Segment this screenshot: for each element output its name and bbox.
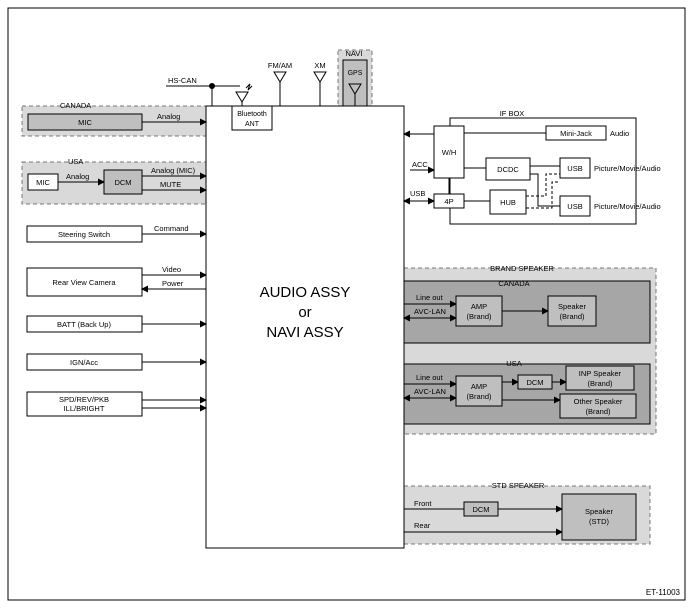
mini-jack-label: Mini-Jack (560, 129, 592, 138)
analog-mic-label: Analog (MIC) (151, 166, 196, 175)
std-speaker-label-1: Speaker (585, 507, 613, 516)
inp-speaker-label-1: INP Speaker (579, 369, 622, 378)
inp-speaker-box (565, 365, 635, 391)
assy-title-line3: NAVI ASSY (266, 324, 343, 341)
diagram-frame (7, 7, 686, 601)
brand-speaker-title: BRAND SPEAKER (490, 264, 554, 273)
assy-title-line1: AUDIO ASSY (260, 284, 351, 301)
usb-box-1 (559, 157, 591, 179)
steering-switch-label: Steering Switch (58, 230, 110, 239)
pma-label-2: Picture/Movie/Audio (594, 202, 661, 211)
brand-avclan-label: AVC-LAN (414, 307, 446, 316)
other-speaker-label-1: Other Speaker (574, 397, 623, 406)
usb-box-2-label: USB (567, 202, 582, 211)
navi-label: NAVI (346, 49, 363, 58)
brand-canada-region (403, 280, 651, 344)
spd-label-line2: ILL/BRIGHT (64, 404, 105, 413)
dcdc-usb2-line (530, 173, 560, 207)
acc-label: ACC (412, 160, 428, 169)
gps-label: GPS (348, 70, 363, 77)
xm-label: XM (314, 61, 325, 70)
std-rear-label: Rear (414, 521, 431, 530)
batt-label: BATT (Back Up) (57, 320, 111, 329)
hub-box (489, 189, 527, 215)
std-speaker-box (561, 493, 637, 541)
video-label: Video (162, 265, 181, 274)
brand-speaker-box (547, 295, 597, 327)
brand-usa-amp-label-1: AMP (471, 382, 487, 391)
brand-usa-amp-label-2: (Brand) (466, 392, 492, 401)
command-label: Command (154, 224, 189, 233)
std-front-label: Front (414, 499, 432, 508)
canada-analog-label: Analog (157, 112, 180, 121)
std-dcm-label: DCM (472, 505, 489, 514)
brand-usa-avclan-label: AVC-LAN (414, 387, 446, 396)
brand-amp-label-2: (Brand) (466, 312, 492, 321)
brand-canada-label: CANADA (498, 279, 529, 288)
brand-amp-box (455, 295, 503, 327)
spd-label-line1: SPD/REV/PKB (59, 395, 109, 404)
spd-box (26, 391, 143, 417)
usb-box-1-label: USB (567, 164, 582, 173)
canada-label: CANADA (60, 101, 91, 110)
bluetooth-ant-box (231, 105, 273, 131)
xm-antenna-icon (313, 71, 327, 106)
bluetooth-antenna-icon (235, 83, 253, 106)
bluetooth-label: Bluetooth (237, 111, 267, 118)
fmam-label: FM/AM (268, 61, 292, 70)
usa-dcm-box (103, 169, 143, 195)
inp-speaker-label-2: (Brand) (587, 379, 613, 388)
std-speaker-label-2: (STD) (589, 517, 609, 526)
hscan-label: HS-CAN (168, 76, 197, 85)
brand-amp-label-1: AMP (471, 302, 487, 311)
brand-speaker-label-2: (Brand) (559, 312, 585, 321)
gps-antenna-icon (348, 83, 362, 106)
other-speaker-box (559, 393, 637, 419)
hub-usb1-dashed (526, 173, 560, 197)
hub-usb2-dashed (526, 181, 560, 209)
if-box-title: IF BOX (500, 109, 525, 118)
audio-navi-assy-box (205, 105, 405, 549)
wh-label: W/H (442, 148, 457, 157)
assy-title-line2: or (298, 304, 311, 321)
fourp-label: 4P (444, 197, 453, 206)
brand-usa-amp-box (455, 375, 503, 407)
canada-mic-label: MIC (78, 118, 92, 127)
usa-analog-label: Analog (66, 172, 89, 181)
dcdc-label: DCDC (497, 165, 519, 174)
fmam-antenna-icon (273, 71, 287, 106)
usb-in-label: USB (410, 189, 425, 198)
usa-label: USA (68, 157, 83, 166)
ant-label: ANT (245, 121, 260, 128)
hub-label: HUB (500, 198, 516, 207)
figure-code: ET-11003 (646, 588, 681, 597)
audio-label: Audio (610, 129, 629, 138)
brand-lineout-label: Line out (416, 293, 444, 302)
ign-label: IGN/Acc (70, 358, 98, 367)
dcdc-box (485, 157, 531, 181)
other-speaker-label-2: (Brand) (585, 407, 611, 416)
std-speaker-title: STD SPEAKER (492, 481, 545, 490)
mute-label: MUTE (160, 180, 181, 189)
rear-camera-label: Rear View Camera (52, 278, 116, 287)
pma-label-1: Picture/Movie/Audio (594, 164, 661, 173)
usa-mic-label: MIC (36, 178, 50, 187)
usa-dcm-label: DCM (114, 178, 131, 187)
brand-dcm-label: DCM (526, 378, 543, 387)
brand-usa-label: USA (506, 359, 521, 368)
power-label: Power (162, 279, 184, 288)
wh-box (433, 125, 465, 179)
brand-speaker-label-1: Speaker (558, 302, 586, 311)
rear-camera-box (26, 267, 143, 297)
usb-box-2 (559, 195, 591, 217)
brand-usa-lineout-label: Line out (416, 373, 444, 382)
